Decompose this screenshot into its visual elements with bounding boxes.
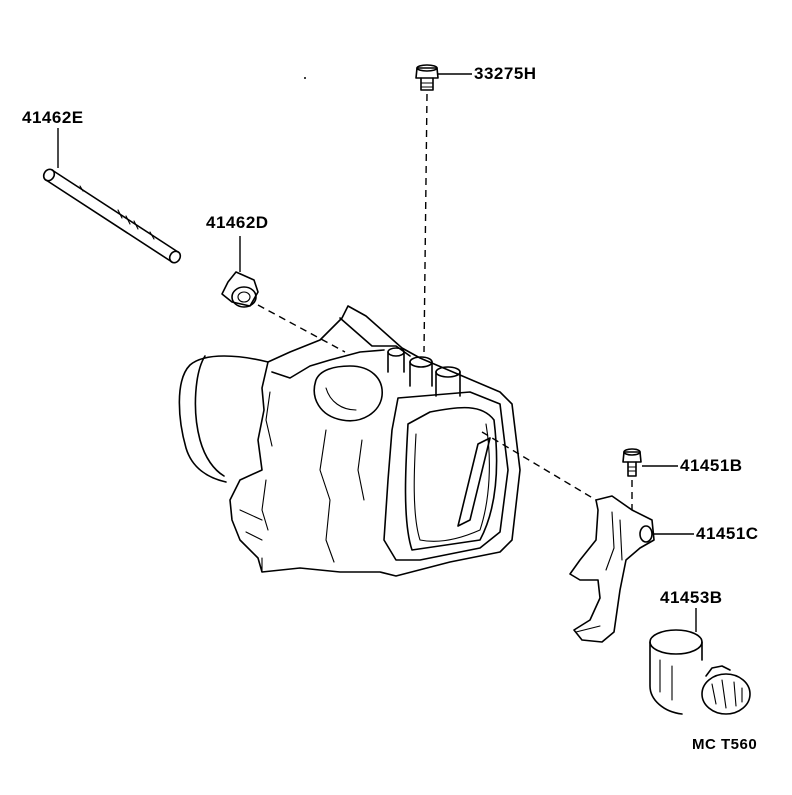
shift-fork xyxy=(569,495,655,643)
shift-shaft xyxy=(42,168,182,264)
bushing xyxy=(221,271,259,308)
synchronizer-hub xyxy=(649,629,751,715)
part-number-label: 41453B xyxy=(660,588,723,607)
part-number-label: 41462D xyxy=(206,213,269,232)
diagram-code: MC T560 xyxy=(692,736,758,753)
transmission-case xyxy=(178,305,521,577)
part-number-label: 33275H xyxy=(474,64,537,83)
part-number-label: 41462E xyxy=(22,108,84,127)
part-number-label: 41451B xyxy=(680,456,743,475)
part-number-label: 41451C xyxy=(696,524,759,543)
fork-bolt xyxy=(622,448,642,477)
plug-bolt xyxy=(415,64,439,91)
